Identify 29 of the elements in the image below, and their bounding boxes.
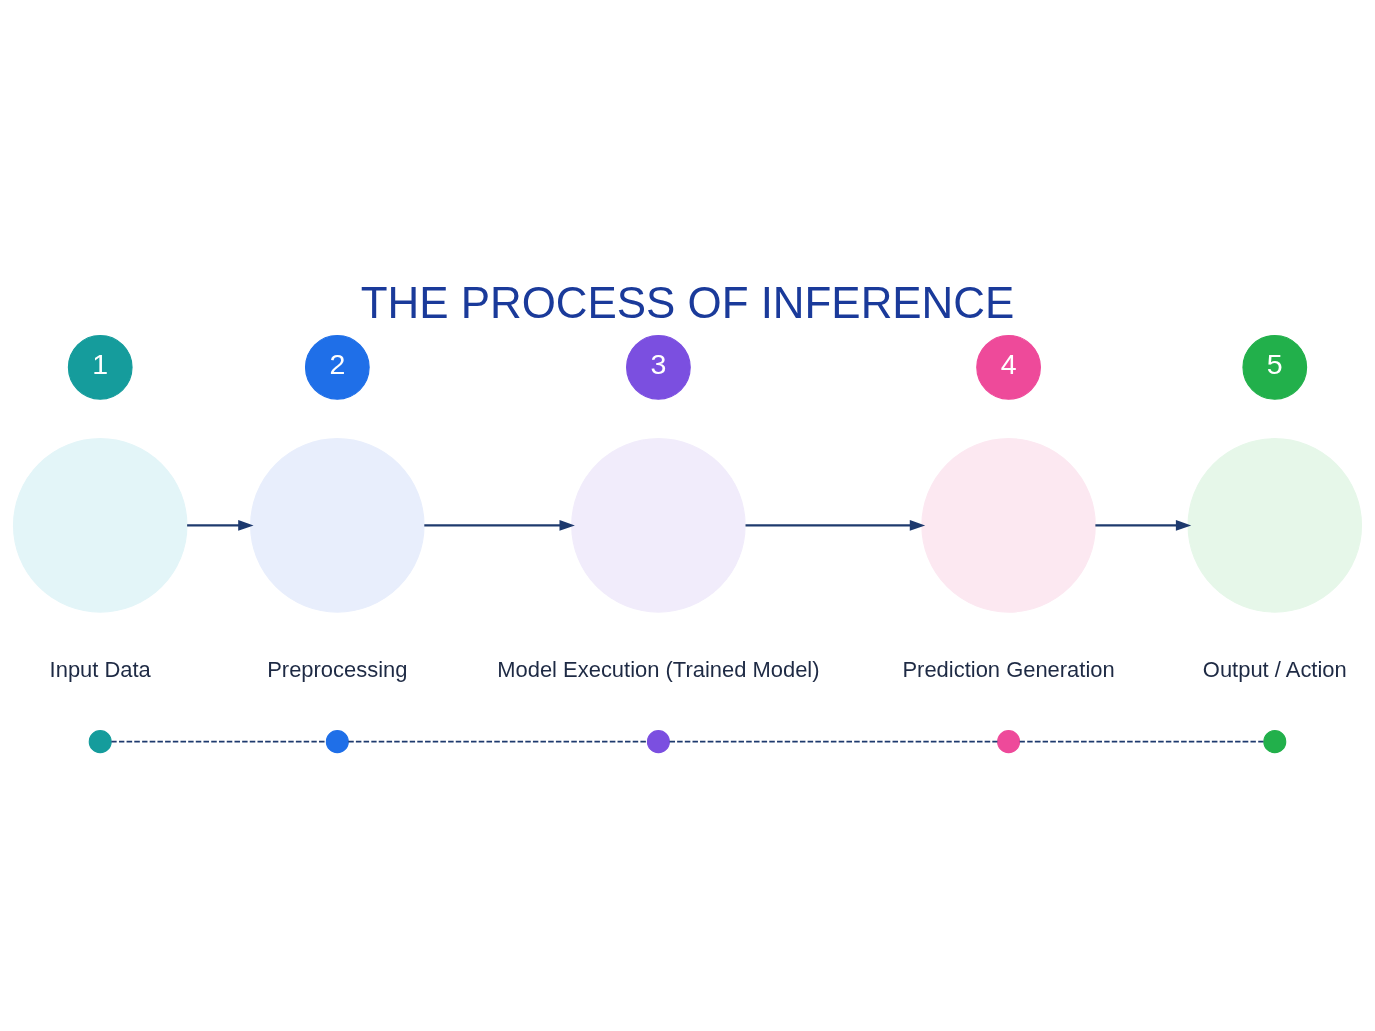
node-circle [997,730,1021,754]
arrow [745,520,926,531]
diagram-title: THE PROCESS OF INFERENCE [360,277,1015,327]
node-circle [646,730,670,754]
node-circle: 5 [1242,334,1308,400]
node-label: Input Data [49,656,151,682]
node-circle: 4 [976,334,1041,400]
node-circle: 3 [626,334,691,400]
connector [1018,740,1265,743]
node-circle [12,438,188,613]
connector [347,740,649,743]
node-circle: 1 [67,334,133,400]
connector [668,740,999,743]
node-circle [921,438,1096,613]
node-circle [1263,730,1287,754]
connector [110,740,327,743]
arrow [187,520,254,531]
node-label: Model Execution (Trained Model) [497,656,820,682]
node-circle [325,730,349,754]
node-circle [88,730,112,754]
node-circle [571,438,746,613]
node-circle [1187,438,1363,613]
arrow [424,520,575,531]
arrow [1095,520,1192,531]
node-label: Prediction Generation [902,656,1115,682]
node-label: Output / Action [1202,656,1347,682]
node-circle [250,438,425,613]
node-label: Preprocessing [267,656,408,682]
node-circle: 2 [304,334,370,400]
